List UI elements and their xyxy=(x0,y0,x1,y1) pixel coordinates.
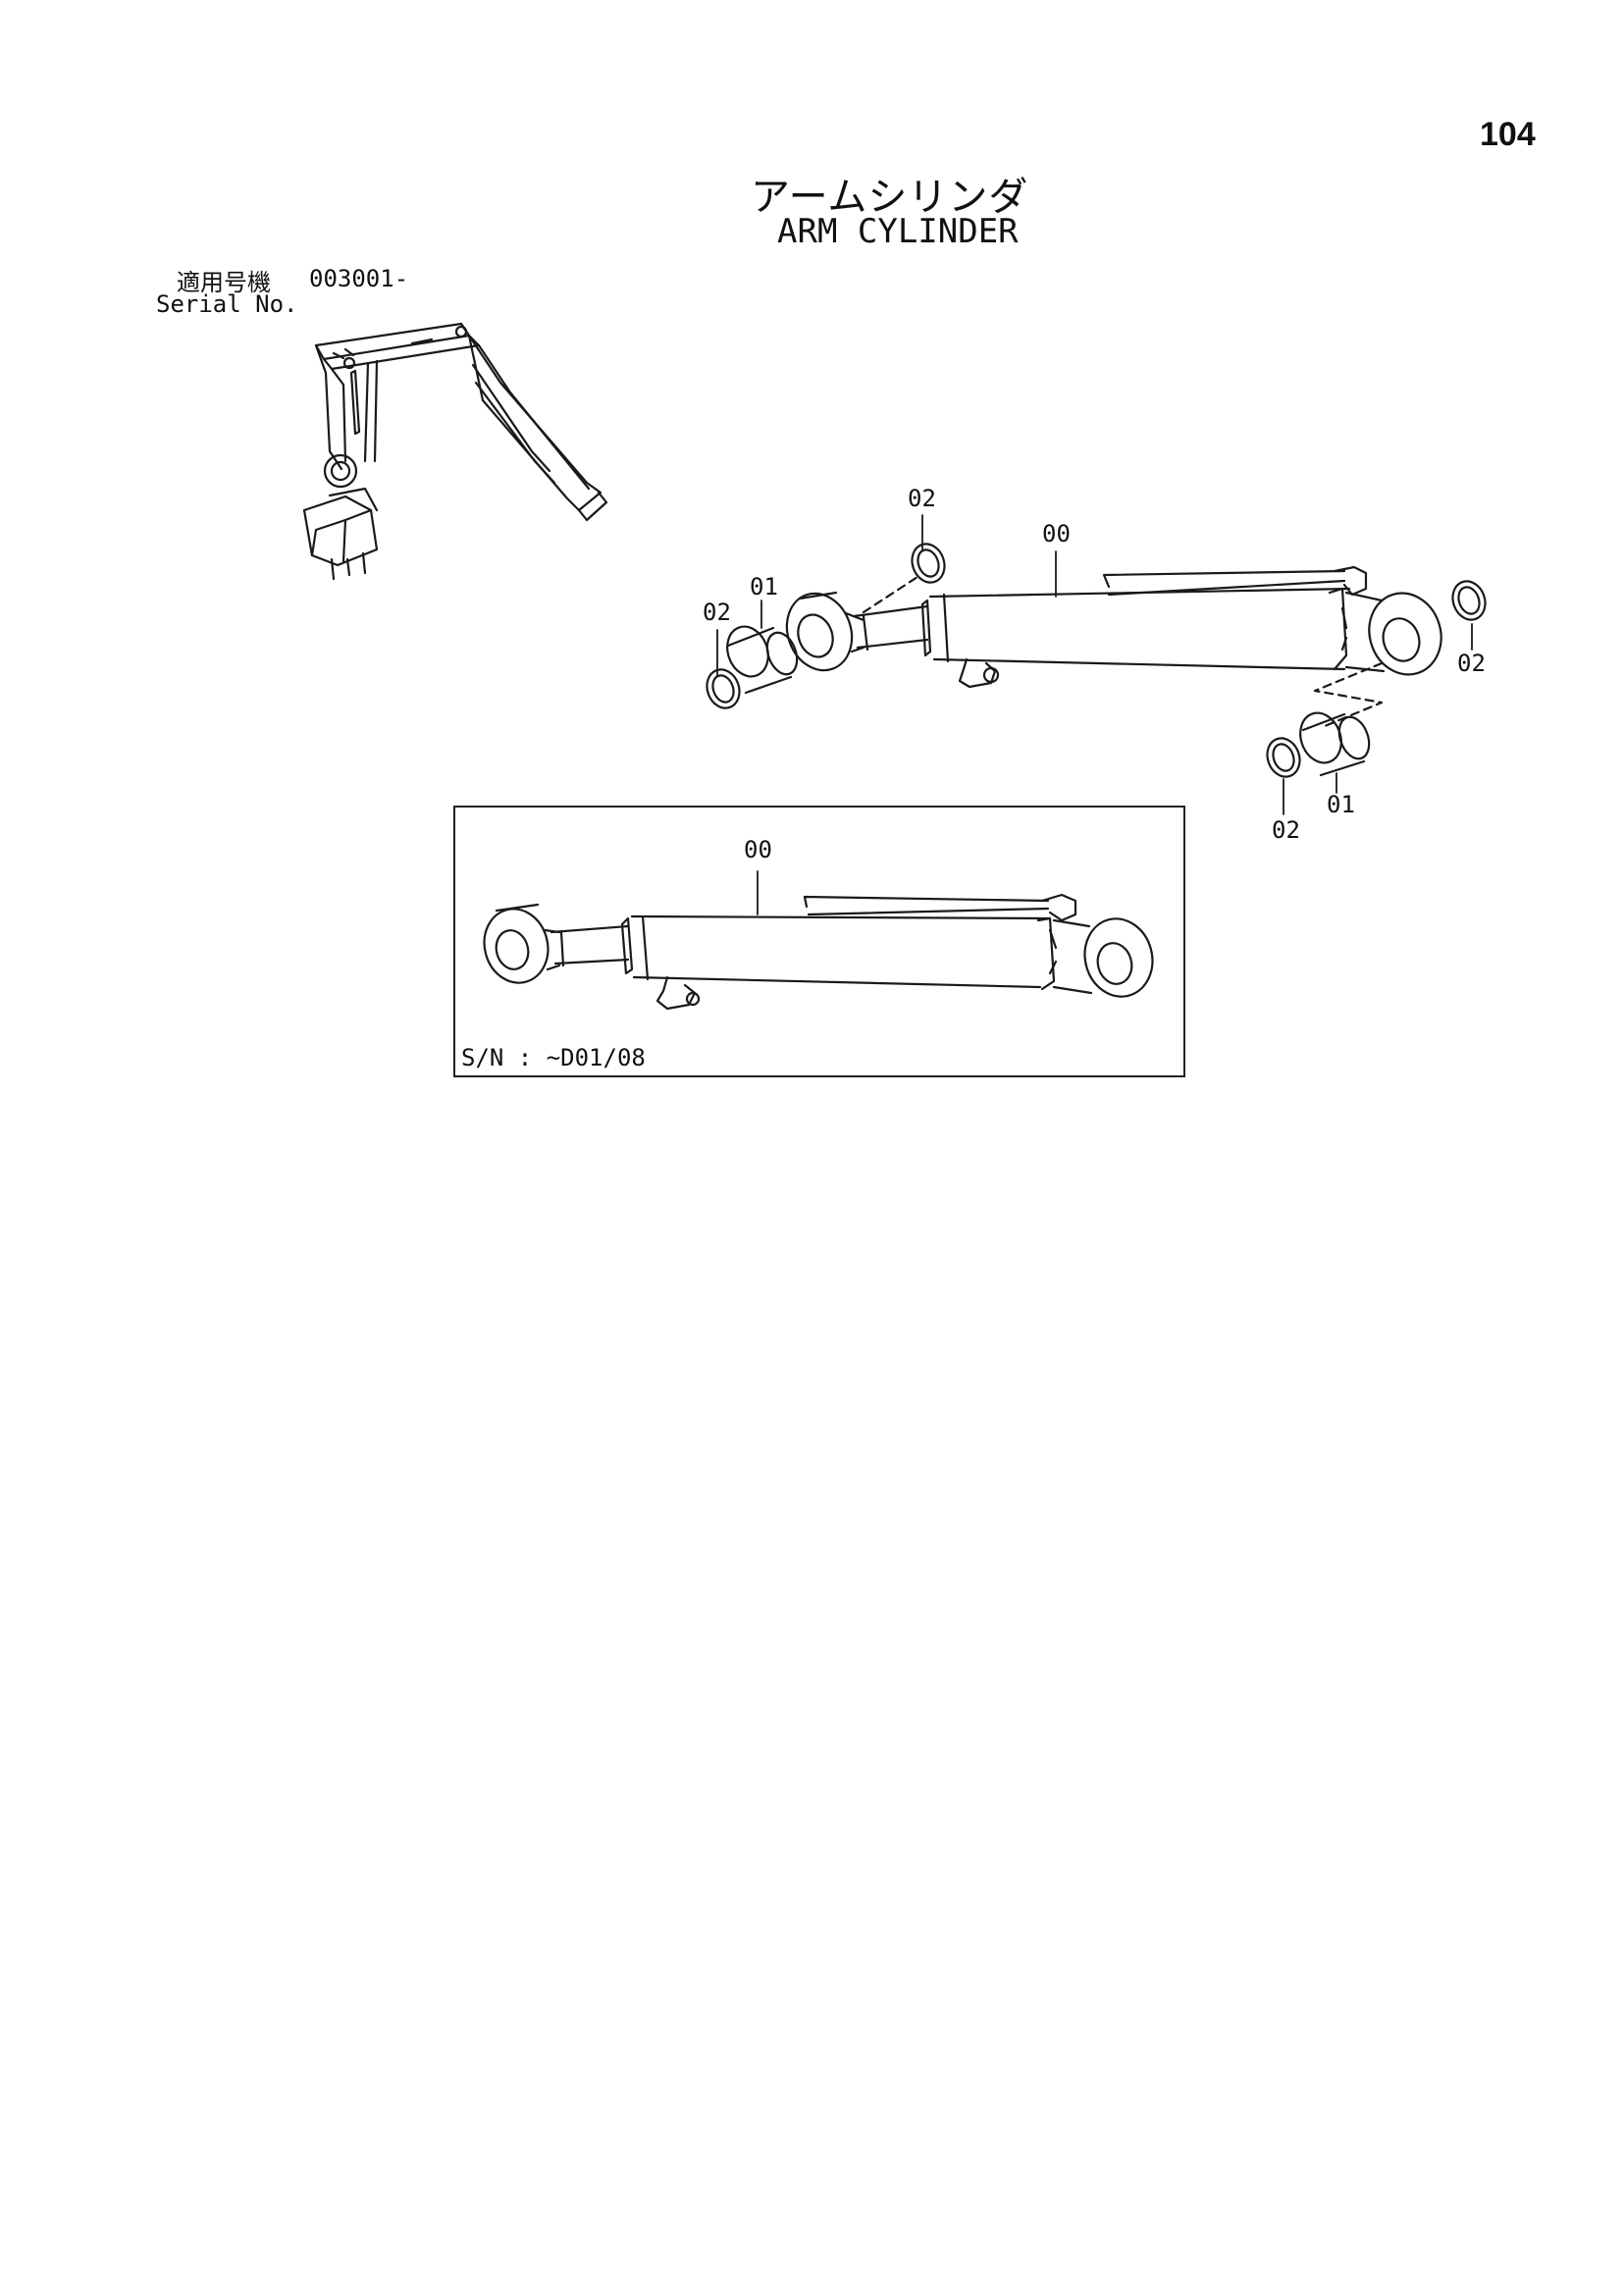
callout-02-bottom: 02 xyxy=(1272,816,1300,844)
callout-02-top: 02 xyxy=(908,485,936,512)
arm-cylinder-inset xyxy=(483,893,1154,1011)
excavator-arm-thumbnail xyxy=(302,322,608,581)
callout-00-main: 00 xyxy=(1042,520,1071,548)
callout-01-bottom: 01 xyxy=(1327,791,1355,818)
seal-right xyxy=(1451,580,1487,621)
serial-range: 003001- xyxy=(309,265,409,292)
arm-cylinder-main xyxy=(785,565,1442,728)
serial-label-japanese: 適用号機 xyxy=(177,269,271,296)
inset-serial-note: S/N : ~D01/08 xyxy=(461,1044,646,1071)
callout-02-right: 02 xyxy=(1457,650,1486,677)
bushing-left xyxy=(726,625,799,695)
bushing-bottom xyxy=(1299,711,1371,777)
seal-bottom xyxy=(1266,737,1301,778)
leader-lines xyxy=(716,514,1473,915)
callout-00-inset: 00 xyxy=(744,836,772,863)
callout-01-left: 01 xyxy=(750,573,778,600)
serial-label-english: Serial No. xyxy=(156,290,298,318)
page-title-japanese: アームシリンダ xyxy=(751,175,1029,220)
page-title-english: ARM CYLINDER xyxy=(777,212,1019,251)
callout-02-left: 02 xyxy=(703,599,731,626)
page-number: 104 xyxy=(1480,116,1536,153)
inset-frame xyxy=(453,806,1185,1077)
